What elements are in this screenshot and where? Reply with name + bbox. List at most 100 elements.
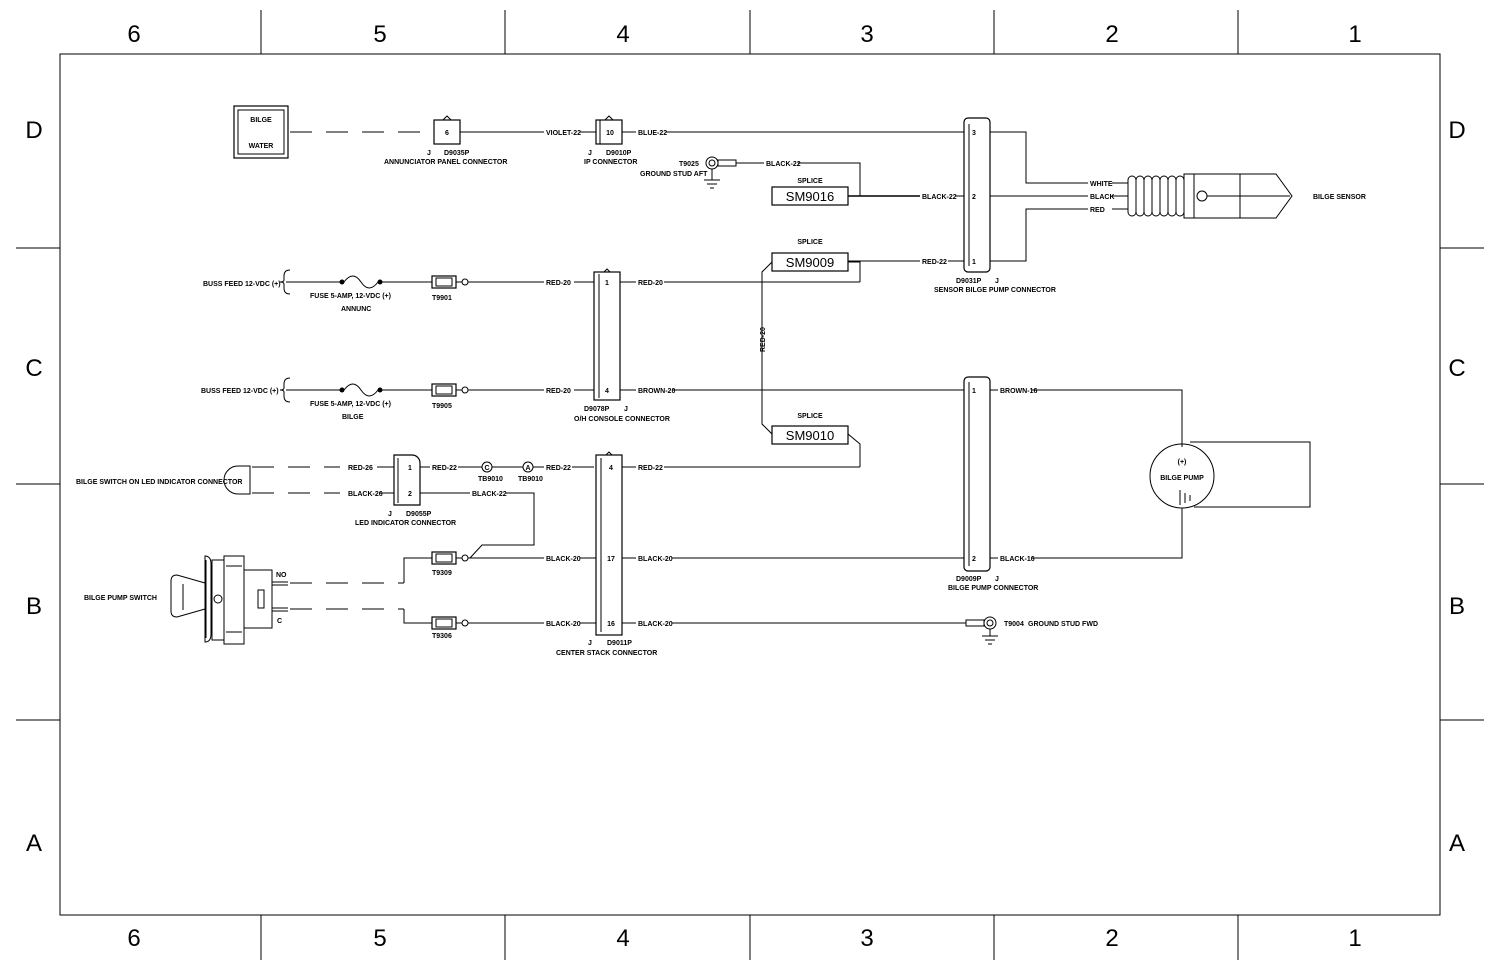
ground-aft-name: GROUND STUD AFT xyxy=(640,171,708,178)
ip-name: IP CONNECTOR xyxy=(584,159,637,166)
terminal-t9901: T9901 xyxy=(432,295,452,302)
wire-label-red22-cs: RED-22 xyxy=(638,465,663,472)
zone-row-left-c: C xyxy=(25,355,42,382)
sensor-conn-name: SENSOR BILGE PUMP CONNECTOR xyxy=(934,287,1056,294)
ip-j: J xyxy=(588,150,592,157)
led-pin-2: 2 xyxy=(408,491,412,498)
buss-bilge-feed: BUSS FEED 12-VDC (+) xyxy=(201,388,279,395)
zone-col-bottom-5: 5 xyxy=(373,925,386,952)
zone-col-top-1: 1 xyxy=(1348,21,1361,48)
cs-pin-4: 4 xyxy=(609,465,613,472)
wire-label-black22-ground: BLACK-22 xyxy=(766,161,801,168)
led-conn-name: LED INDICATOR CONNECTOR xyxy=(355,520,456,527)
buss-annunc-fuse: FUSE 5-AMP, 12-VDC (+) xyxy=(310,293,391,300)
ip-id: D9010P xyxy=(606,150,632,157)
buss-bilge-name: BILGE xyxy=(342,414,364,421)
bilge-indicator-line2: WATER xyxy=(249,143,274,150)
zone-col-bottom-3: 3 xyxy=(860,925,873,952)
led-pin-1: 1 xyxy=(408,465,412,472)
wire-label-violet22: VIOLET-22 xyxy=(546,130,581,137)
annunciator-id: D9035P xyxy=(444,150,470,157)
sheet-frame xyxy=(16,10,1484,960)
sensor-pin-3: 3 xyxy=(972,130,976,137)
terminal-block-a: A TB9010 xyxy=(518,461,543,483)
sensor-pin-2: 2 xyxy=(972,194,976,201)
center-stack-connector: 4 17 16 J D9011P CENTER STACK CONNECTOR xyxy=(556,451,657,657)
zone-col-top-3: 3 xyxy=(860,21,873,48)
sensor-conn-id: D9031P xyxy=(956,278,982,285)
wire-label-red22-tb: RED-22 xyxy=(546,465,571,472)
bilge-pump-label: BILGE PUMP xyxy=(1160,475,1204,482)
led-indicator-connector-label: BILGE SWITCH ON LED INDICATOR CONNECTOR xyxy=(76,479,242,486)
buss-feed-bilge: BUSS FEED 12-VDC (+) FUSE 5-AMP, 12-VDC … xyxy=(201,377,469,421)
wire-label-black20-b: BLACK-20 xyxy=(638,556,673,563)
led-conn-j: J xyxy=(388,511,392,518)
annunciator-panel-connector: 6 J D9035P ANNUNCIATOR PANEL CONNECTOR xyxy=(384,115,507,166)
pump-conn-name: BILGE PUMP CONNECTOR xyxy=(948,585,1038,592)
sensor-wire-black: BLACK xyxy=(1090,194,1115,201)
zone-col-top-2: 2 xyxy=(1105,21,1118,48)
wire-label-black16: BLACK-16 xyxy=(1000,556,1035,563)
sensor-conn-j: J xyxy=(995,278,999,285)
ground-aft-id: T9025 xyxy=(679,161,699,168)
pump-conn-pin-2: 2 xyxy=(972,556,976,563)
zone-col-bottom-6: 6 xyxy=(127,925,140,952)
zone-row-right-d: D xyxy=(1448,117,1465,144)
bilge-pump-connector: 1 2 D9009P J BILGE PUMP CONNECTOR xyxy=(948,376,1038,592)
bilge-pump-plus: (+) xyxy=(1178,459,1187,466)
splice-sm9016: SPLICE SM9016 xyxy=(771,178,849,206)
oh-conn-id: D9078P xyxy=(584,406,610,413)
annunciator-name: ANNUNCIATOR PANEL CONNECTOR xyxy=(384,159,507,166)
splice-sm9016-id: SM9016 xyxy=(786,189,834,204)
wire-label-red22-led: RED-22 xyxy=(432,465,457,472)
sensor-wire-white: WHITE xyxy=(1090,181,1113,188)
zone-col-bottom-4: 4 xyxy=(616,925,629,952)
zone-labels: 6 5 4 3 2 1 6 5 4 3 2 1 D C B A D C B A xyxy=(25,21,1465,952)
bilge-switch-led-connector: BILGE SWITCH ON LED INDICATOR CONNECTOR xyxy=(76,465,251,495)
annunciator-pin: 6 xyxy=(445,130,449,137)
splice-sm9009-id: SM9009 xyxy=(786,255,834,270)
wire-label-red22-sensor: RED-22 xyxy=(922,259,947,266)
tb-a-id: TB9010 xyxy=(518,476,543,483)
oh-conn-name: O/H CONSOLE CONNECTOR xyxy=(574,416,670,423)
tb-a-letter: A xyxy=(525,465,530,472)
wire-label-red20-vertical: RED-20 xyxy=(760,327,767,352)
cs-conn-id: D9011P xyxy=(607,640,632,647)
ground-fwd-id: T9004 xyxy=(1004,621,1024,628)
buss-bilge-fuse: FUSE 5-AMP, 12-VDC (+) xyxy=(310,401,391,408)
zone-row-right-a: A xyxy=(1449,830,1465,857)
oh-pin-1: 1 xyxy=(605,280,609,287)
terminal-t9905: T9905 xyxy=(432,403,452,410)
wire-label-brown20: BROWN-20 xyxy=(638,388,675,395)
oh-pin-4: 4 xyxy=(605,388,609,395)
pump-conn-j: J xyxy=(995,576,999,583)
ground-fwd-name: GROUND STUD FWD xyxy=(1028,621,1098,628)
terminal-t9306: T9306 xyxy=(431,616,469,640)
splice-sm9016-label: SPLICE xyxy=(797,178,823,185)
oh-console-connector: 1 4 D9078P J O/H CONSOLE CONNECTOR xyxy=(574,268,670,423)
splice-sm9009: SPLICE SM9009 xyxy=(771,239,849,272)
bilge-pump-switch: BILGE PUMP SWITCH NO C xyxy=(84,555,288,645)
splice-sm9010: SPLICE SM9010 xyxy=(771,413,849,445)
wire-label-black20-d: BLACK-20 xyxy=(638,621,673,628)
zone-row-right-b: B xyxy=(1449,593,1465,620)
sensor-pin-1: 1 xyxy=(972,259,976,266)
wire-label-red26: RED-26 xyxy=(348,465,373,472)
zone-col-top-4: 4 xyxy=(616,21,629,48)
sensor-wire-red: RED xyxy=(1090,207,1105,214)
buss-annunc-name: ANNUNC xyxy=(341,306,371,313)
zone-col-bottom-2: 2 xyxy=(1105,925,1118,952)
bilge-sensor: WHITE BLACK RED BILGE SENSOR xyxy=(1090,173,1366,219)
cs-conn-j: J xyxy=(588,640,592,647)
buss-feed-annunc: BUSS FEED 12-VDC (+) FUSE 5-AMP, 12-VDC … xyxy=(203,269,469,313)
ground-stud-aft: T9025 GROUND STUD AFT xyxy=(640,156,764,189)
annunciator-j: J xyxy=(427,150,431,157)
cs-conn-name: CENTER STACK CONNECTOR xyxy=(556,650,657,657)
tb-c-id: TB9010 xyxy=(478,476,503,483)
pump-conn-id: D9009P xyxy=(956,576,982,583)
wire-label-blue22: BLUE-22 xyxy=(638,130,667,137)
zone-row-left-d: D xyxy=(25,117,42,144)
sensor-bilge-pump-connector: 3 2 1 D9031P J SENSOR BILGE PUMP CONNECT… xyxy=(934,117,1056,294)
